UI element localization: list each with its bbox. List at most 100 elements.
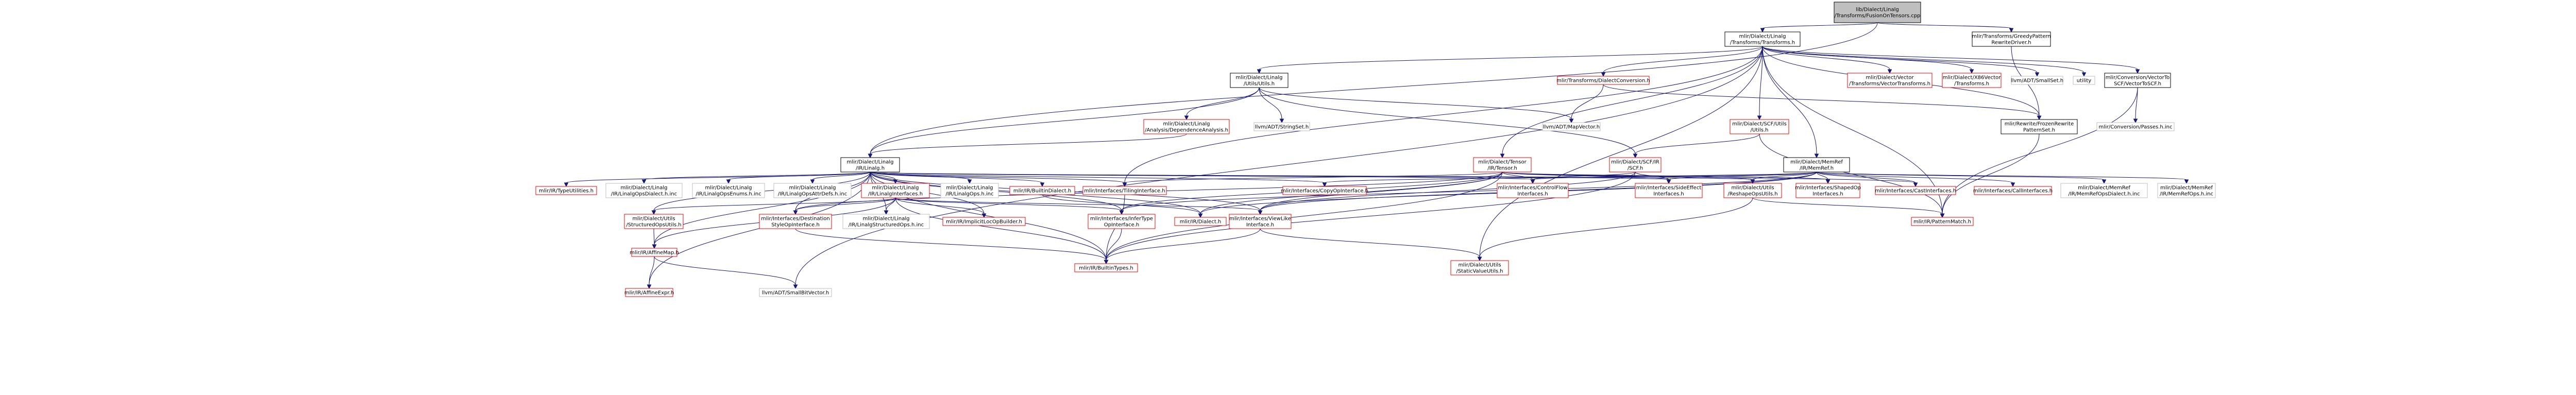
node-box [1834,2,1921,23]
edge-linalg_interfaces-to-structuredops [651,197,896,215]
node-box [2001,119,2078,134]
edge-linalg_transforms-to-utility [1762,46,2087,77]
node-box [1542,122,1601,131]
node-destination[interactable]: mlir/Interfaces/DestinationStyleOpInterf… [759,214,832,229]
edge-tensor-to-shapedop [1502,171,1831,184]
node-reshapeops[interactable]: mlir/Dialect/Utils/ReshapeOpsUtils.h [1723,183,1782,198]
node-box [1009,186,1075,195]
node-callinterfaces[interactable]: mlir/Interfaces/CallInterfaces.h [1973,186,2053,195]
node-label-line: /IR/LinalgStructuredOps.h.inc [849,222,924,228]
node-linalg-ir[interactable]: mlir/Dialect/Linalg/IR/Linalg.h [840,157,900,173]
node-affineexpr[interactable]: mlir/IR/AffineExpr.h [624,288,674,297]
node-x86vector[interactable]: mlir/Dialect/X86Vector/Transforms.h [1942,73,2002,88]
node-label-line: /Transforms/VectorTransforms.h [1849,81,1930,87]
node-vector-transforms[interactable]: mlir/Dialect/Vector/Transforms/VectorTra… [1847,73,1933,88]
node-label-line: mlir/IR/AffineExpr.h [624,290,674,296]
node-label-line: mlir/Conversion/Passes.h.inc [2098,125,2172,130]
node-builtindialect[interactable]: mlir/IR/BuiltinDialect.h [1009,186,1075,195]
node-box [1557,76,1650,85]
edge-linalg_transforms-to-memref [1762,46,1819,159]
node-label-line: mlir/IR/BuiltinDialect.h [1013,188,1071,194]
node-structuredops[interactable]: mlir/Dialect/Utils/StructuredOpsUtils.h [624,214,684,229]
node-patternmatch[interactable]: mlir/IR/PatternMatch.h [1911,217,1974,226]
node-box [1282,186,1367,195]
node-opsattr-inc: mlir/Dialect/Linalg/IR/LinalgOpsAttrDefs… [773,183,852,198]
node-implicitloc[interactable]: mlir/IR/ImplicitLocOpBuilder.h [942,217,1026,226]
node-vectortoscf[interactable]: mlir/Conversion/VectorToSCF/VectorToSCF.… [2104,73,2171,88]
node-scf-utils[interactable]: mlir/Dialect/SCF/Utils/Utils.h [1730,119,1789,134]
node-box [1635,183,1703,198]
node-linalgops-inc: mlir/Dialect/Linalg/IR/LinalgOps.h.inc [940,183,999,198]
node-box [1609,157,1662,173]
node-copyopinterface[interactable]: mlir/Interfaces/CopyOpInterface.h [1281,186,1368,195]
node-label-line: RewriteDriver.h [1991,40,2031,46]
node-label-line: llvm/ADT/SmallSet.h [2011,78,2063,84]
node-staticvalue[interactable]: mlir/Dialect/Utils/StaticValueUtils.h [1450,260,1509,276]
node-box [2060,183,2148,198]
edge-linalg_interfaces-to-implicitloc [895,197,987,218]
node-tensor[interactable]: mlir/Dialect/Tensor/IR/Tensor.h [1473,157,1532,173]
node-affinemap[interactable]: mlir/IR/AffineMap.h [630,248,679,257]
edge-linalg_transforms-to-tensor [1500,46,1763,159]
edge-linalg_ir-to-tilinginterface [870,171,1127,187]
node-box [625,288,673,297]
node-root[interactable]: lib/Dialect/Linalg/Transforms/FusionOnTe… [1834,2,1921,23]
node-scf-ir[interactable]: mlir/Dialect/SCF/IR/SCF.h [1609,157,1662,173]
node-typeutil[interactable]: mlir/IR/TypeUtilities.h [535,186,597,195]
node-label-line: /IR/LinalgInterfaces.h [868,192,923,197]
node-label-line: mlir/Interfaces/SideEffect [1636,185,1702,191]
node-label-line: mlir/Rewrite/FrozenRewrite [2005,122,2074,127]
node-box [1730,119,1789,134]
node-box [1229,214,1292,229]
node-transforms-dialectconv[interactable]: mlir/Transforms/DialectConversion.h [1556,76,1650,85]
node-label-line: mlir/Interfaces/CastInterfaces.h [1875,188,1956,194]
node-label-line: lib/Dialect/Linalg [1856,7,1899,13]
node-label-line: mlir/Interfaces/InferType [1090,216,1153,222]
node-linalg-interfaces[interactable]: mlir/Dialect/Linalg/IR/LinalgInterfaces.… [861,183,930,198]
node-box [773,183,852,198]
node-label-line: mlir/Interfaces/ControlFlow [1498,185,1567,191]
node-box [624,214,684,229]
node-box [605,183,683,198]
node-stringset: llvm/ADT/StringSet.h [1253,122,1310,131]
node-builtintypes[interactable]: mlir/IR/BuiltinTypes.h [1074,263,1138,272]
node-label-line: /Transforms/Transforms.h [1730,40,1795,46]
edge-linalg_ir-to-sideeffect [870,171,1671,184]
node-box [1974,186,2052,195]
node-label-line: Interfaces.h [1812,192,1843,197]
node-linalg-transforms[interactable]: mlir/Dialect/Linalg/Transforms/Transform… [1724,31,1801,47]
node-label-line: /IR/Tensor.h [1487,166,1517,171]
node-label-line: /IR/LinalgOpsAttrDefs.h.inc [778,192,848,197]
node-box [1911,217,1974,226]
node-box [861,183,930,198]
node-box [1074,263,1138,272]
node-label-line: Interfaces.h [1653,192,1684,197]
node-label-line: mlir/Dialect/Linalg [1739,34,1786,40]
node-label-line: SCF/VectorToSCF.h [2114,81,2161,87]
node-box [1783,157,1850,173]
node-greedy[interactable]: mlir/Transforms/GreedyPatternRewriteDriv… [1972,31,2051,47]
node-label-line: /IR/LinalgOpsDialect.h.inc [611,192,677,197]
node-label-line: /Analysis/DependenceAnalysis.h [1145,128,1228,133]
edge-linalg_transforms-to-x86vector [1762,46,1974,74]
node-memref[interactable]: mlir/Dialect/MemRef/IR/MemRef.h [1783,157,1850,173]
edge-depanalysis-to-linalg_ir [868,133,1187,159]
edge-builtindialect-to-irdialect [1042,194,1203,218]
node-label-line: /IR/MemRefOps.h.inc [2160,192,2213,197]
node-castinterfaces[interactable]: mlir/Interfaces/CastInterfaces.h [1875,186,1956,195]
node-linalg-utils[interactable]: mlir/Dialect/Linalg/Utils/Utils.h [1230,73,1289,88]
node-label-line: mlir/Dialect/Linalg [1163,122,1210,127]
node-depanalysis[interactable]: mlir/Dialect/Linalg/Analysis/DependenceA… [1143,119,1230,134]
node-irdialect[interactable]: mlir/IR/Dialect.h [1174,217,1227,226]
node-box [2011,76,2063,85]
node-tilinginterface[interactable]: mlir/Interfaces/TilingInterface.h [1082,186,1167,195]
node-box [1088,214,1156,229]
edge-linalg_ir-to-opsdialect_inc [641,171,871,184]
node-label-line: mlir/Dialect/Linalg [862,216,909,222]
